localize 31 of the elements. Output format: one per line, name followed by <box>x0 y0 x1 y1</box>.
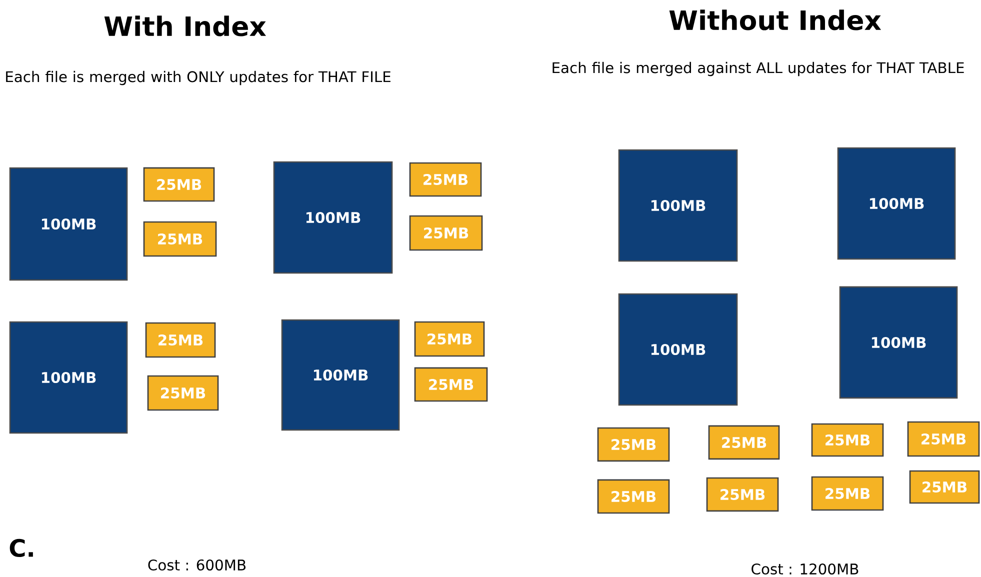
file-box: 100MB <box>9 321 128 434</box>
heading: Without Index <box>669 10 882 30</box>
update-box: 25MB <box>143 221 217 257</box>
update-box: 25MB <box>409 162 482 197</box>
update-box: 25MB <box>907 421 980 457</box>
file-box: 100MB <box>618 149 738 262</box>
section-letter: C. <box>10 538 33 558</box>
file-box: 100MB <box>281 319 400 431</box>
update-box: 25MB <box>143 167 215 202</box>
update-box: 25MB <box>414 367 488 402</box>
file-box: 100MB <box>837 147 956 260</box>
subtitle: Each file is merged with ONLY updates for THAT FILE <box>6 70 390 86</box>
file-box: 100MB <box>618 293 738 406</box>
update-box: 25MB <box>414 321 485 357</box>
update-box: 25MB <box>706 477 779 512</box>
file-box: 100MB <box>839 286 958 399</box>
update-box: 25MB <box>708 425 780 460</box>
update-box: 25MB <box>147 375 219 411</box>
heading: With Index <box>104 16 266 36</box>
update-box: 25MB <box>409 215 483 251</box>
update-box: 25MB <box>811 423 884 457</box>
update-box: 25MB <box>597 427 670 462</box>
file-box: 100MB <box>273 161 393 274</box>
update-box: 25MB <box>145 322 216 358</box>
cost-note: Cost : 600MB <box>148 559 246 571</box>
update-box: 25MB <box>811 476 884 511</box>
file-box: 100MB <box>9 167 128 281</box>
update-box: 25MB <box>909 470 980 504</box>
subtitle: Each file is merged against ALL updates for THAT TABLE <box>552 62 964 76</box>
update-box: 25MB <box>597 479 670 514</box>
cost-note: Cost : 1200MB <box>752 563 858 575</box>
